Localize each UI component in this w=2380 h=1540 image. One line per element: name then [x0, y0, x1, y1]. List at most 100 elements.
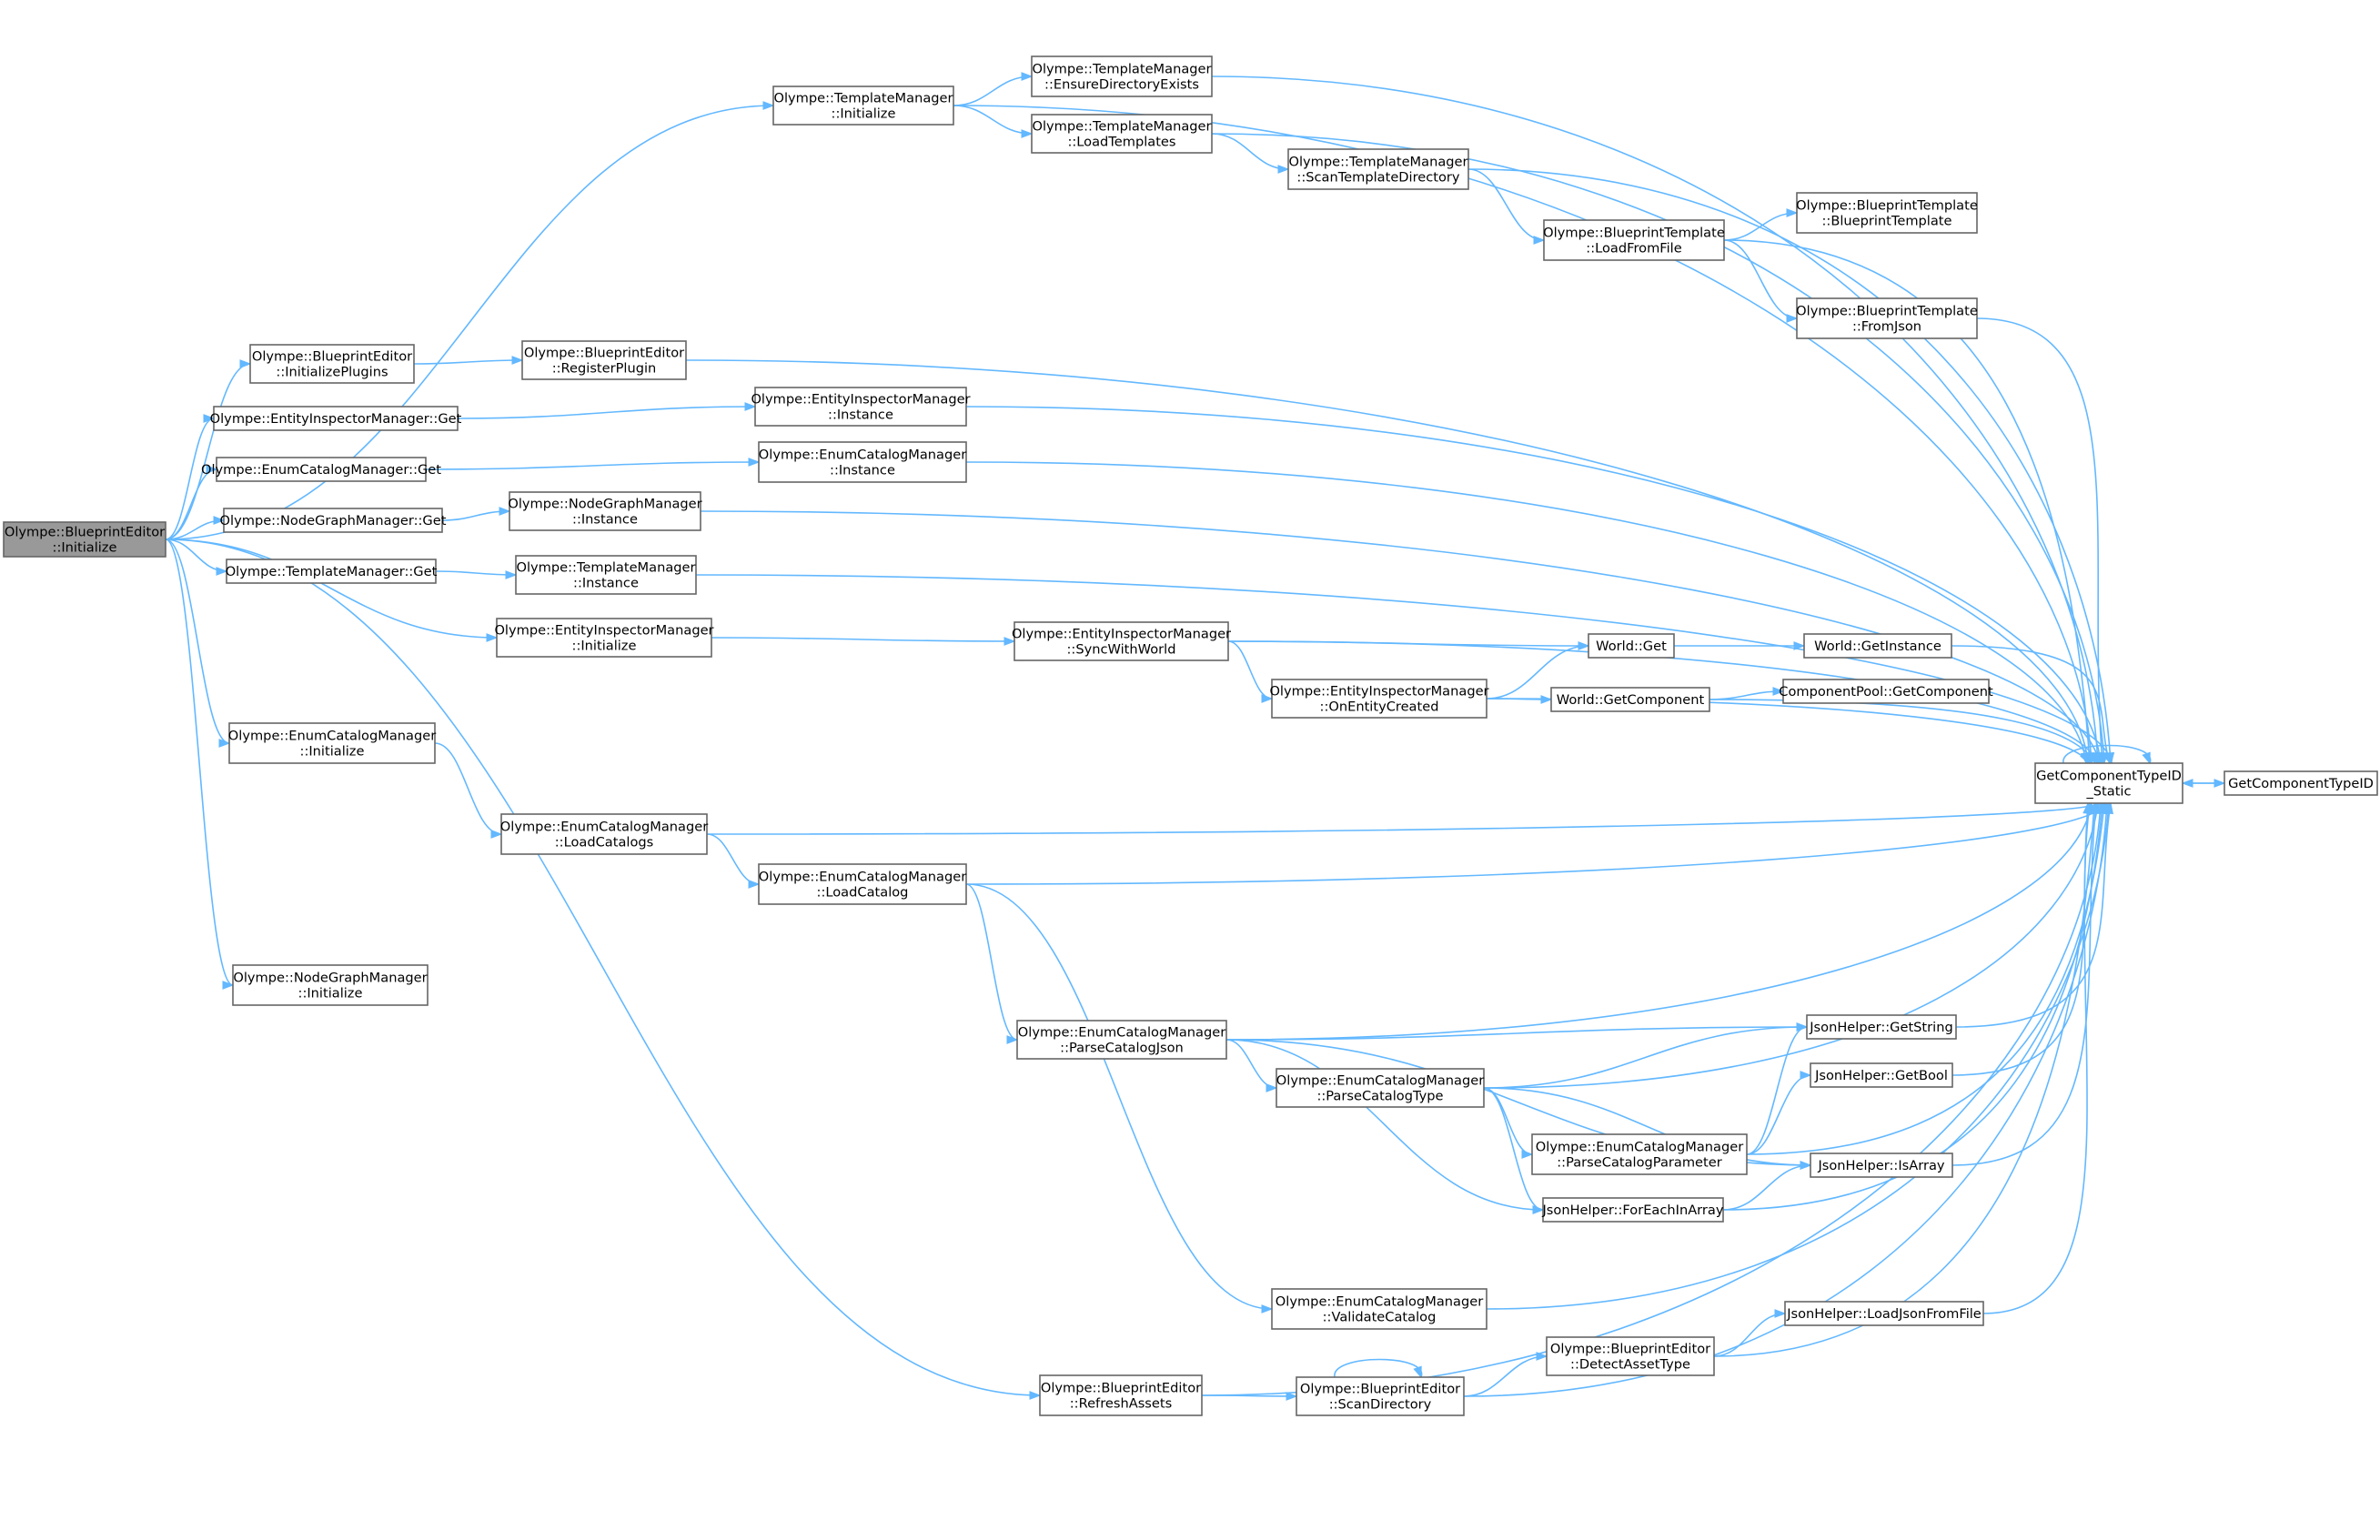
node-jh-loadjson[interactable]: JsonHelper::LoadJsonFromFile [1784, 1301, 1984, 1326]
edge-ecm_parsetype-to-gct_static [1483, 802, 2099, 1089]
node-eim-sync[interactable]: Olympe::EntityInspectorManager::SyncWith… [1012, 621, 1231, 661]
edge-ecm_loadcats-to-gct_static [706, 802, 2101, 835]
edge-tm_load-to-tm_scan [1211, 133, 1289, 170]
edge-be_refresh-to-gct_static-arrowhead [2095, 801, 2105, 814]
node-jh-getbool[interactable]: JsonHelper::GetBool [1810, 1062, 1953, 1088]
node-box [1796, 192, 1978, 234]
node-world-getinst[interactable]: World::GetInstance [1803, 633, 1952, 659]
node-label: Olympe::EntityInspectorManager [751, 392, 970, 408]
node-box [249, 344, 415, 384]
nodes-layer: Olympe::BlueprintEditor::InitializeOlymp… [3, 55, 2378, 1416]
edge-eim_init-to-eim_sync-arrowhead [1003, 637, 1016, 646]
node-eim-get[interactable]: Olympe::EntityInspectorManager::Get [210, 406, 462, 431]
node-root[interactable]: Olympe::BlueprintEditor::Initialize [3, 521, 166, 558]
node-label: Olympe::TemplateManager [1288, 155, 1467, 170]
node-eim-init[interactable]: Olympe::EntityInspectorManager::Initiali… [494, 618, 714, 658]
node-jh-isarray[interactable]: JsonHelper::IsArray [1810, 1152, 1953, 1178]
node-ecm-get[interactable]: Olympe::EnumCatalogManager::Get [201, 457, 441, 482]
node-label: ::SyncWithWorld [1067, 642, 1176, 658]
edge-world_get-to-world_getinst-arrowhead [1793, 641, 1806, 650]
edge-be_scandir-to-be_scandir [1334, 1358, 1423, 1378]
node-label: Olympe::EnumCatalogManager [759, 448, 966, 463]
edge-be_detect-to-jh_loadjson [1713, 1313, 1786, 1357]
node-cp-getcomp[interactable]: ComponentPool::GetComponent [1779, 679, 1993, 704]
node-ngm-get[interactable]: Olympe::NodeGraphManager::Get [220, 508, 447, 533]
edge-ecm_parsetype-to-ecm_parseparam-arrowhead [1521, 1150, 1534, 1159]
node-be-regplugin[interactable]: Olympe::BlueprintEditor::RegisterPlugin [521, 340, 687, 380]
node-label: ::Initialize [53, 540, 117, 556]
node-box [500, 813, 708, 855]
node-label: Olympe::EnumCatalogManager [500, 820, 708, 835]
node-gct[interactable]: GetComponentTypeID [2224, 770, 2378, 796]
edge-tm_scan-to-bt_loadfile-arrowhead [1533, 236, 1546, 245]
edge-tm_load-to-tm_scan-arrowhead [1277, 165, 1290, 174]
node-ecm-loadcats[interactable]: Olympe::EnumCatalogManager::LoadCatalogs [500, 813, 708, 855]
edge-world_getinst-to-gct_static [1951, 645, 2111, 764]
node-label: JsonHelper::GetBool [1814, 1068, 1948, 1083]
node-label: ::InitializePlugins [276, 365, 388, 380]
node-box [1276, 1068, 1485, 1108]
edge-world_getcomp-to-gct_static-arrowhead [2086, 751, 2096, 765]
edge-ecm_init-to-ecm_loadcats-arrowhead [490, 830, 503, 839]
node-ecm-inst[interactable]: Olympe::EnumCatalogManager::Instance [758, 441, 967, 483]
edge-ecm_parsejson-to-jh_foreach [1225, 1039, 1544, 1211]
node-ngm-inst[interactable]: Olympe::NodeGraphManager::Instance [508, 491, 702, 531]
node-ecm-validate[interactable]: Olympe::EnumCatalogManager::ValidateCata… [1271, 1288, 1488, 1330]
node-tm-load[interactable]: Olympe::TemplateManager::LoadTemplates [1031, 114, 1213, 154]
edge-tm_get-to-tm_inst [435, 570, 517, 576]
node-label: ::FromJson [1852, 319, 1921, 335]
edge-be_scandir-to-gct_static-arrowhead [2102, 801, 2112, 814]
node-box [1543, 219, 1725, 261]
node-box [1803, 633, 1952, 659]
edge-ecm_parsejson-to-ecm_parsetype-arrowhead [1266, 1083, 1278, 1092]
edge-root-to-ecm_get-arrowhead [206, 465, 218, 474]
node-ecm-loadcat[interactable]: Olympe::EnumCatalogManager::LoadCatalog [758, 863, 967, 905]
node-jh-foreach[interactable]: JsonHelper::ForEachInArray [1541, 1197, 1724, 1223]
node-be-initplugins[interactable]: Olympe::BlueprintEditor::InitializePlugi… [249, 344, 415, 384]
node-bt-loadfile[interactable]: Olympe::BlueprintTemplate::LoadFromFile [1543, 219, 1725, 261]
node-label: Olympe::BlueprintTemplate [1543, 226, 1725, 241]
node-ecm-init[interactable]: Olympe::EnumCatalogManager::Initialize [228, 722, 436, 764]
edge-jh_isarray-to-gct_static [1951, 802, 2097, 1166]
node-ngm-init[interactable]: Olympe::NodeGraphManager::Initialize [232, 964, 429, 1006]
node-tm-init[interactable]: Olympe::TemplateManager::Initialize [772, 86, 954, 126]
node-box [226, 559, 437, 584]
node-world-getcomp[interactable]: World::GetComponent [1550, 687, 1710, 712]
node-be-refresh[interactable]: Olympe::BlueprintEditor::RefreshAssets [1039, 1374, 1203, 1416]
node-bt-fromjson[interactable]: Olympe::BlueprintTemplate::FromJson [1796, 297, 1978, 339]
edge-ecm_parsejson-to-jh_getstring [1225, 1026, 1808, 1041]
node-box [772, 86, 954, 126]
edge-tm_init-to-tm_ensure-arrowhead [1021, 72, 1034, 81]
node-world-get[interactable]: World::Get [1588, 633, 1675, 659]
edge-ecm_parsejson-to-ecm_parsetype [1225, 1039, 1277, 1089]
node-label: Olympe::BlueprintEditor [1041, 1381, 1201, 1396]
node-box [232, 964, 429, 1006]
node-jh-getstring[interactable]: JsonHelper::GetString [1806, 1014, 1957, 1040]
node-gct-static[interactable]: GetComponentTypeID_Static [2034, 762, 2183, 804]
node-bt-ctor[interactable]: Olympe::BlueprintTemplate::BlueprintTemp… [1796, 192, 1978, 234]
node-ecm-parsejson[interactable]: Olympe::EnumCatalogManager::ParseCatalog… [1016, 1020, 1227, 1060]
node-label: ::Instance [828, 408, 893, 423]
edge-ngm_get-to-ngm_inst-arrowhead [499, 507, 511, 516]
node-label: ::ParseCatalogParameter [1557, 1155, 1721, 1171]
node-label: World::Get [1596, 639, 1667, 654]
node-box [1271, 679, 1488, 719]
edge-ngm_inst-to-gct_static [700, 510, 2100, 764]
node-be-scandir[interactable]: Olympe::BlueprintEditor::ScanDirectory [1296, 1376, 1465, 1416]
edge-ecm_parseparam-to-jh_getbool [1746, 1074, 1811, 1155]
node-label: Olympe::BlueprintEditor [524, 346, 684, 361]
node-label: Olympe::NodeGraphManager::Get [220, 513, 447, 528]
edge-root-to-ngm_get-arrowhead [213, 516, 226, 525]
node-box [1784, 1301, 1984, 1326]
node-eim-inst[interactable]: Olympe::EntityInspectorManager::Instance [751, 387, 971, 427]
node-label: ::ScanDirectory [1329, 1397, 1432, 1413]
node-be-detect[interactable]: Olympe::BlueprintEditor::DetectAssetType [1546, 1336, 1715, 1376]
node-tm-get[interactable]: Olympe::TemplateManager::Get [226, 559, 438, 584]
node-tm-scan[interactable]: Olympe::TemplateManager::ScanTemplateDir… [1287, 148, 1469, 190]
node-tm-ensure[interactable]: Olympe::TemplateManager::EnsureDirectory… [1031, 55, 1213, 97]
node-ecm-parsetype[interactable]: Olympe::EnumCatalogManager::ParseCatalog… [1276, 1068, 1485, 1108]
node-tm-inst[interactable]: Olympe::TemplateManager::Instance [515, 555, 697, 595]
node-eim-oncreated[interactable]: Olympe::EntityInspectorManager::OnEntity… [1269, 679, 1489, 719]
node-ecm-parseparam[interactable]: Olympe::EnumCatalogManager::ParseCatalog… [1531, 1133, 1748, 1175]
node-label: ::LoadCatalog [817, 885, 909, 901]
